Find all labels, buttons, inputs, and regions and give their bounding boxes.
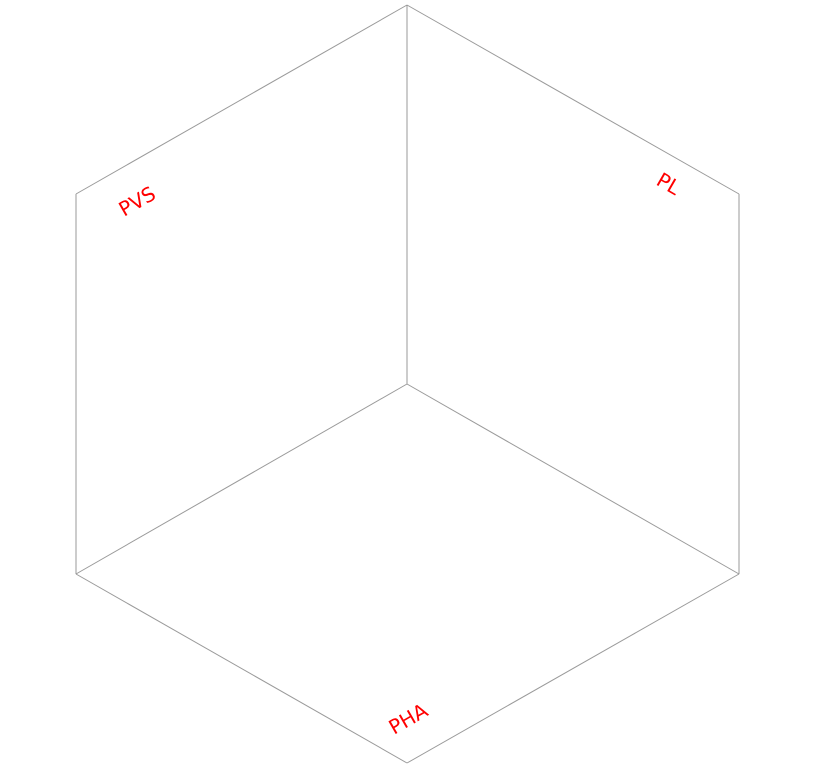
label-pl: PL [653, 168, 686, 201]
edge-inner-left [75, 383, 408, 575]
edge-top-left [75, 4, 408, 195]
edge-top-right [406, 4, 740, 195]
label-pha: PHA [385, 698, 433, 739]
edge-inner-right [406, 383, 740, 575]
label-pvs: PVS [115, 181, 160, 221]
edge-bottom-left [75, 573, 408, 764]
edge-bottom-right [406, 573, 740, 764]
